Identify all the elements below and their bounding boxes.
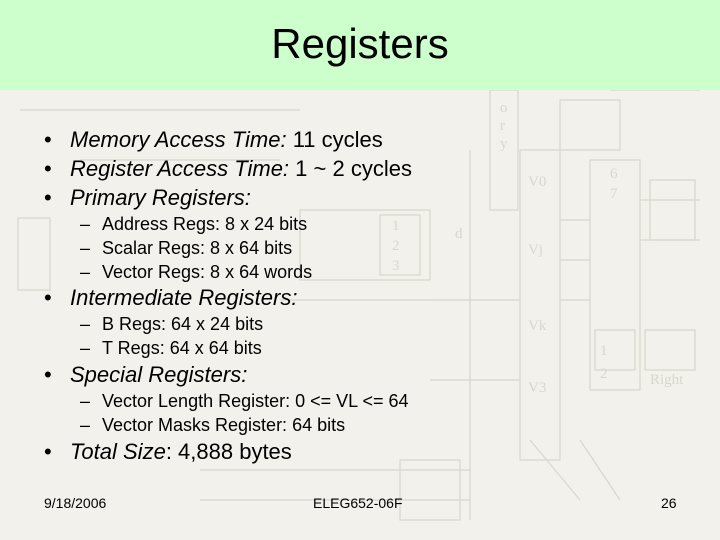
bullet-value: 1 ~ 2 cycles [289,156,412,181]
svg-text:Vj: Vj [528,242,543,258]
svg-text:Vk: Vk [528,318,547,334]
footer-course: ELEG652-06F [313,495,403,511]
bullet-marker: • [44,127,52,152]
sub-bullet-text: T Regs: 64 x 64 bits [102,338,262,358]
bullet-memory-access-time: • Memory Access Time: 11 cycles [44,126,383,154]
sub-bullet-marker: – [80,238,91,258]
sub-bullet-vector-regs: –Vector Regs: 8 x 64 words [80,260,312,284]
sub-bullet-marker: – [80,214,91,234]
svg-text:6: 6 [610,166,618,182]
bullet-marker: • [44,156,52,181]
title-bar: Registers [0,0,720,90]
bullet-value: : 4,888 bytes [165,439,292,464]
sub-bullet-text: Address Regs: 8 x 24 bits [102,214,308,234]
sub-bullet-b-regs: –B Regs: 64 x 24 bits [80,312,263,336]
svg-text:d: d [455,226,463,242]
svg-text:3: 3 [392,258,400,274]
svg-text:y: y [500,136,508,152]
sub-bullet-marker: – [80,415,91,435]
sub-bullet-text: Vector Regs: 8 x 64 words [102,262,313,282]
svg-text:Right: Right [650,372,684,388]
svg-text:7: 7 [610,186,618,202]
sub-bullet-vector-masks-register: –Vector Masks Register: 64 bits [80,413,345,437]
bullet-value: 11 cycles [286,127,383,152]
bullet-intermediate-registers: • Intermediate Registers: [44,284,297,312]
sub-bullet-marker: – [80,314,91,334]
bullet-marker: • [44,439,52,464]
bullet-primary-registers: • Primary Registers: [44,184,251,212]
sub-bullet-scalar-regs: –Scalar Regs: 8 x 64 bits [80,236,292,260]
svg-text:2: 2 [600,366,608,382]
slide-title: Registers [271,20,449,67]
sub-bullet-marker: – [80,391,91,411]
sub-bullet-vector-length-register: –Vector Length Register: 0 <= VL <= 64 [80,389,409,413]
svg-text:1: 1 [600,343,608,359]
bullet-label: Special Registers: [70,362,248,387]
bullet-label: Primary Registers: [70,185,251,210]
sub-bullet-marker: – [80,262,91,282]
bullet-marker: • [44,362,52,387]
svg-text:2: 2 [392,238,400,254]
sub-bullet-text: Vector Length Register: 0 <= VL <= 64 [102,391,409,411]
sub-bullet-address-regs: –Address Regs: 8 x 24 bits [80,212,307,236]
bullet-register-access-time: • Register Access Time: 1 ~ 2 cycles [44,155,412,183]
bullet-marker: • [44,285,52,310]
sub-bullet-text: Scalar Regs: 8 x 64 bits [102,238,293,258]
footer-date: 9/18/2006 [44,495,107,511]
svg-text:o: o [500,100,508,116]
bullet-label: Total Size [70,439,166,464]
sub-bullet-text: B Regs: 64 x 24 bits [102,314,264,334]
svg-text:V0: V0 [528,174,546,190]
bullet-total-size: • Total Size: 4,888 bytes [44,438,292,466]
svg-text:1: 1 [392,218,400,234]
svg-text:r: r [500,118,505,134]
footer-page-number: 26 [661,495,677,511]
sub-bullet-t-regs: –T Regs: 64 x 64 bits [80,336,262,360]
sub-bullet-marker: – [80,338,91,358]
bullet-marker: • [44,185,52,210]
svg-text:V3: V3 [528,380,546,396]
bullet-label: Register Access Time: [70,156,290,181]
bullet-special-registers: • Special Registers: [44,361,247,389]
bullet-label: Intermediate Registers: [70,285,298,310]
bullet-label: Memory Access Time: [70,127,287,152]
sub-bullet-text: Vector Masks Register: 64 bits [102,415,346,435]
